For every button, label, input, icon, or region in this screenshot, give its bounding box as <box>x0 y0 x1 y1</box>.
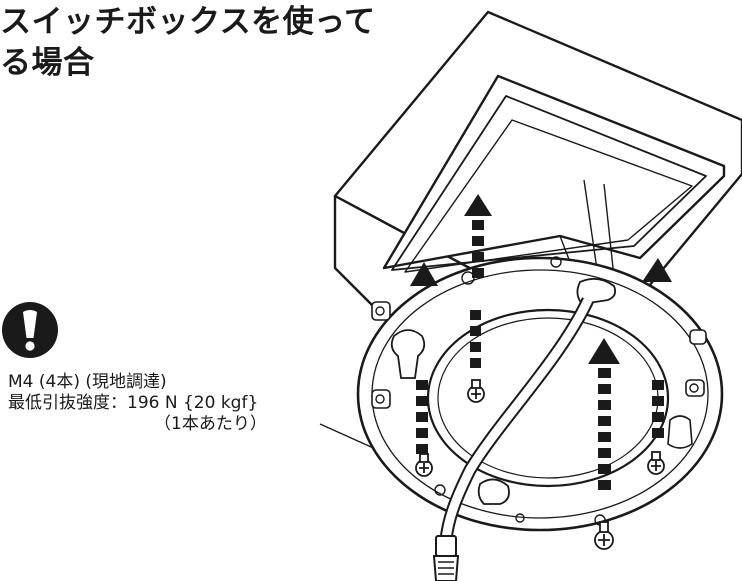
screw-direction-arrows <box>410 194 672 490</box>
screw <box>647 451 665 475</box>
screw <box>594 521 614 550</box>
mounting-bracket <box>356 256 724 532</box>
screw <box>415 453 433 477</box>
pullout-strength-line: 最低引抜強度：196 N {20 kgf} <box>8 393 259 413</box>
section-heading: スイッチボックスを使って る場合 <box>0 2 376 84</box>
screw-spec-caption: M4 (4本) (現地調達) 最低引抜強度：196 N {20 kgf} （1本… <box>8 372 267 435</box>
screw-spec-line: M4 (4本) (現地調達) <box>8 372 167 392</box>
exclamation-circle-icon <box>2 302 58 358</box>
heading-line-2: る場合 <box>0 45 95 81</box>
per-screw-note: （1本あたり） <box>154 414 267 434</box>
rj45-connector <box>432 535 460 581</box>
heading-line-1: スイッチボックスを使って <box>0 4 376 40</box>
screw <box>467 379 485 403</box>
lan-cable <box>439 297 594 541</box>
